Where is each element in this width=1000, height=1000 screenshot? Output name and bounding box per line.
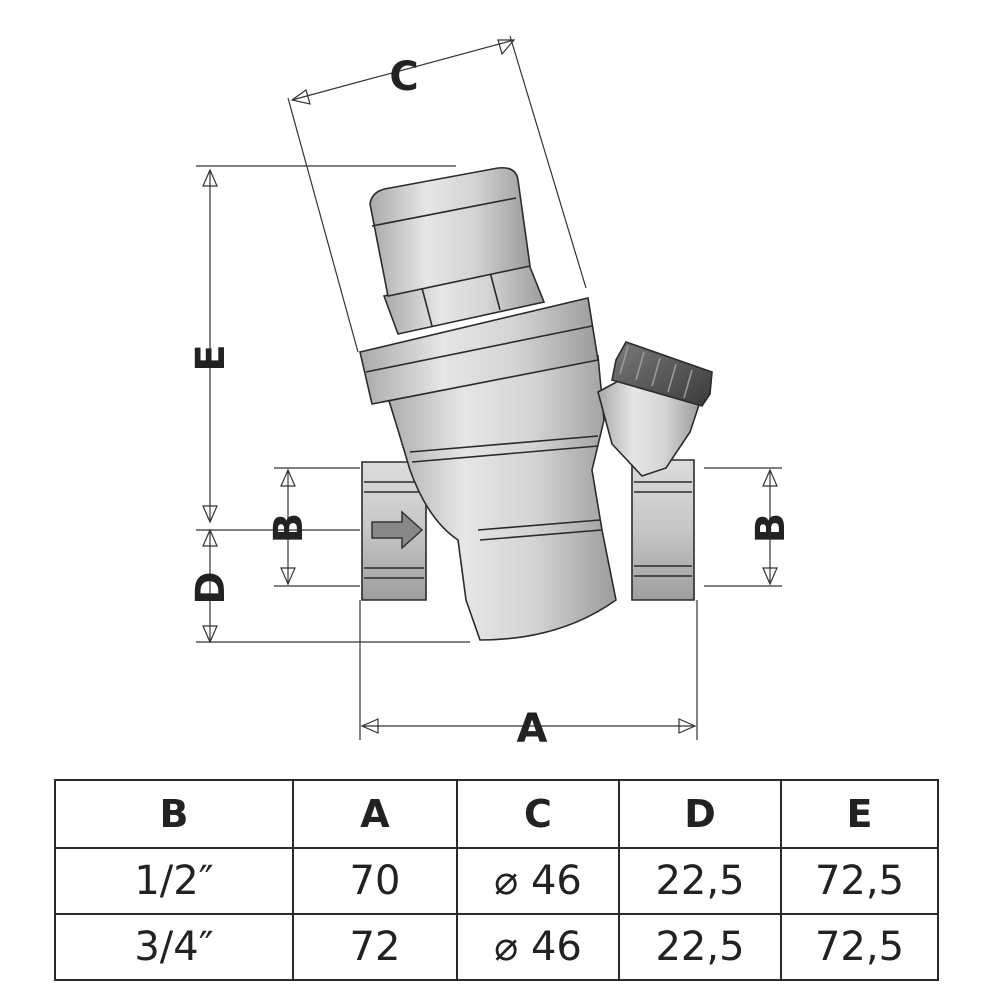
header-e: E	[780, 779, 939, 849]
dimension-label-e: E	[188, 344, 234, 371]
dimension-label-b-left: B	[266, 513, 312, 544]
table-row: 1/2″ 70 ⌀ 46 22,5 72,5	[54, 847, 939, 915]
cell-b: 1/2″	[54, 847, 294, 915]
dimension-label-c: C	[389, 54, 418, 100]
dimension-label-b-right: B	[748, 513, 794, 544]
table-header-row: B A C D E	[54, 779, 939, 849]
cell-e: 72,5	[780, 913, 939, 981]
dimension-lines	[196, 35, 782, 740]
header-c: C	[456, 779, 620, 849]
main-body	[380, 355, 617, 641]
table-row: 3/4″ 72 ⌀ 46 22,5 72,5	[54, 913, 939, 981]
valve-body	[359, 166, 713, 641]
flow-arrow-icon	[371, 510, 424, 550]
cell-d: 22,5	[618, 913, 782, 981]
adjustment-cap	[369, 166, 531, 297]
upper-collar	[359, 297, 599, 405]
right-connector	[631, 459, 695, 601]
cell-a: 72	[292, 913, 458, 981]
valve-dimension-drawing: A C E D B B	[188, 35, 794, 752]
header-a: A	[292, 779, 458, 849]
dimension-label-a: A	[517, 706, 548, 752]
dimensions-table: B A C D E 1/2″ 70 ⌀ 46 22,5 72,5 3/4″ 72…	[54, 779, 939, 981]
header-d: D	[618, 779, 782, 849]
dimension-label-d: D	[188, 571, 234, 604]
cell-b: 3/4″	[54, 913, 294, 981]
cell-c: ⌀ 46	[456, 913, 620, 981]
header-b: B	[54, 779, 294, 849]
cell-d: 22,5	[618, 847, 782, 915]
cell-e: 72,5	[780, 847, 939, 915]
cell-a: 70	[292, 847, 458, 915]
cell-c: ⌀ 46	[456, 847, 620, 915]
